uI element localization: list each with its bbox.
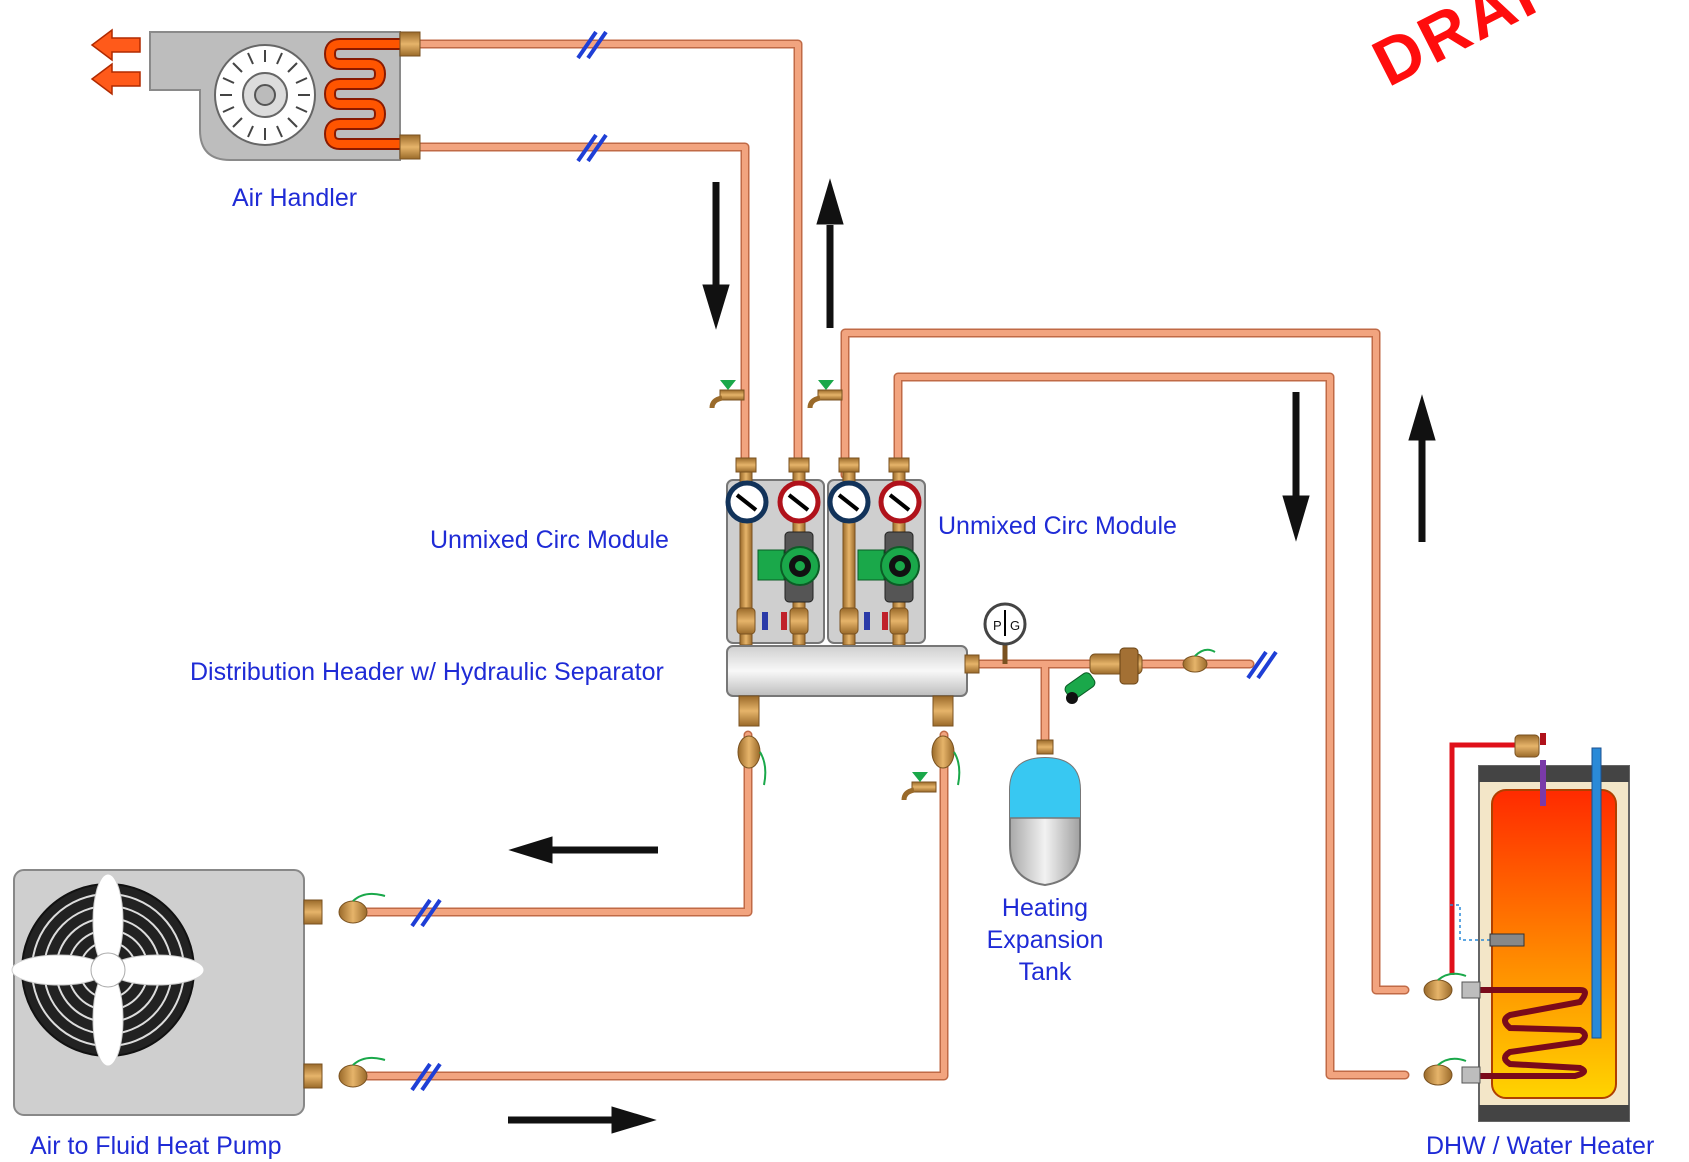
thermometer-gauge-icon	[725, 480, 769, 524]
distribution-header-label: Distribution Header w/ Hydraulic Separat…	[190, 658, 664, 686]
backflow-preventer-icon	[1064, 647, 1143, 704]
thermometer-gauge-icon	[777, 480, 821, 524]
circ-module-left-label: Unmixed Circ Module	[430, 526, 669, 554]
water-heater	[1423, 733, 1630, 1122]
pipes	[340, 39, 1410, 1081]
circ-modules	[725, 457, 926, 646]
heat-pump	[11, 869, 386, 1116]
svg-text:G: G	[1010, 618, 1020, 633]
ball-valve-icon	[338, 1056, 386, 1088]
pressure-gauge-icon: P G	[983, 602, 1027, 664]
heat-pump-label: Air to Fluid Heat Pump	[30, 1132, 282, 1160]
arrow-down-icon	[702, 182, 730, 330]
ball-valve-icon	[1182, 648, 1216, 673]
air-flow-arrows-icon	[90, 28, 141, 96]
arrow-down-icon	[1282, 392, 1310, 542]
drain-valve-icon	[807, 380, 843, 409]
pipe-break-icon	[576, 133, 608, 163]
flow-arrows	[508, 178, 1436, 1134]
distribution-header	[726, 645, 980, 786]
thermometer-gauge-icon	[878, 480, 922, 524]
ball-valve-icon	[1423, 1057, 1467, 1086]
expansion-tank-label-line3: Tank	[1018, 958, 1072, 986]
arrow-left-icon	[508, 836, 658, 864]
ball-valve-icon	[931, 735, 961, 786]
arrow-right-icon	[508, 1106, 657, 1134]
heat-exchanger-coil-icon	[1475, 987, 1588, 1079]
drain-valve-icon	[709, 380, 745, 409]
circ-module-right-label: Unmixed Circ Module	[938, 512, 1177, 540]
arrow-up-icon	[1408, 394, 1436, 542]
drain-valves	[709, 380, 937, 801]
arrow-up-icon	[816, 178, 844, 328]
temperature-marker-icon	[762, 612, 888, 630]
ball-valve-icon	[737, 735, 767, 786]
circulator-pump-icon	[857, 531, 920, 603]
circulator-pump-icon	[757, 531, 820, 603]
pipe-break-symbols	[410, 30, 1278, 1092]
water-heater-label: DHW / Water Heater	[1426, 1132, 1655, 1160]
ball-valve-icon	[338, 892, 386, 924]
pipe-break-icon	[410, 1062, 442, 1092]
expansion-tank	[1009, 739, 1081, 887]
ball-valve-icon	[1423, 972, 1467, 1001]
air-handler	[90, 28, 421, 161]
expansion-tank-label-line2: Expansion	[986, 926, 1104, 954]
pipe-break-icon	[410, 898, 442, 928]
svg-text:P: P	[993, 618, 1002, 633]
pipe-break-icon	[1246, 650, 1278, 680]
pipe-break-icon	[576, 30, 608, 60]
fan-blade-icon	[11, 873, 205, 1067]
expansion-tank-label-line1: Heating	[1001, 894, 1089, 922]
air-handler-label: Air Handler	[232, 184, 358, 212]
drain-valve-icon	[901, 772, 937, 801]
thermometer-gauge-icon	[827, 480, 871, 524]
blower-wheel-icon	[220, 50, 310, 140]
